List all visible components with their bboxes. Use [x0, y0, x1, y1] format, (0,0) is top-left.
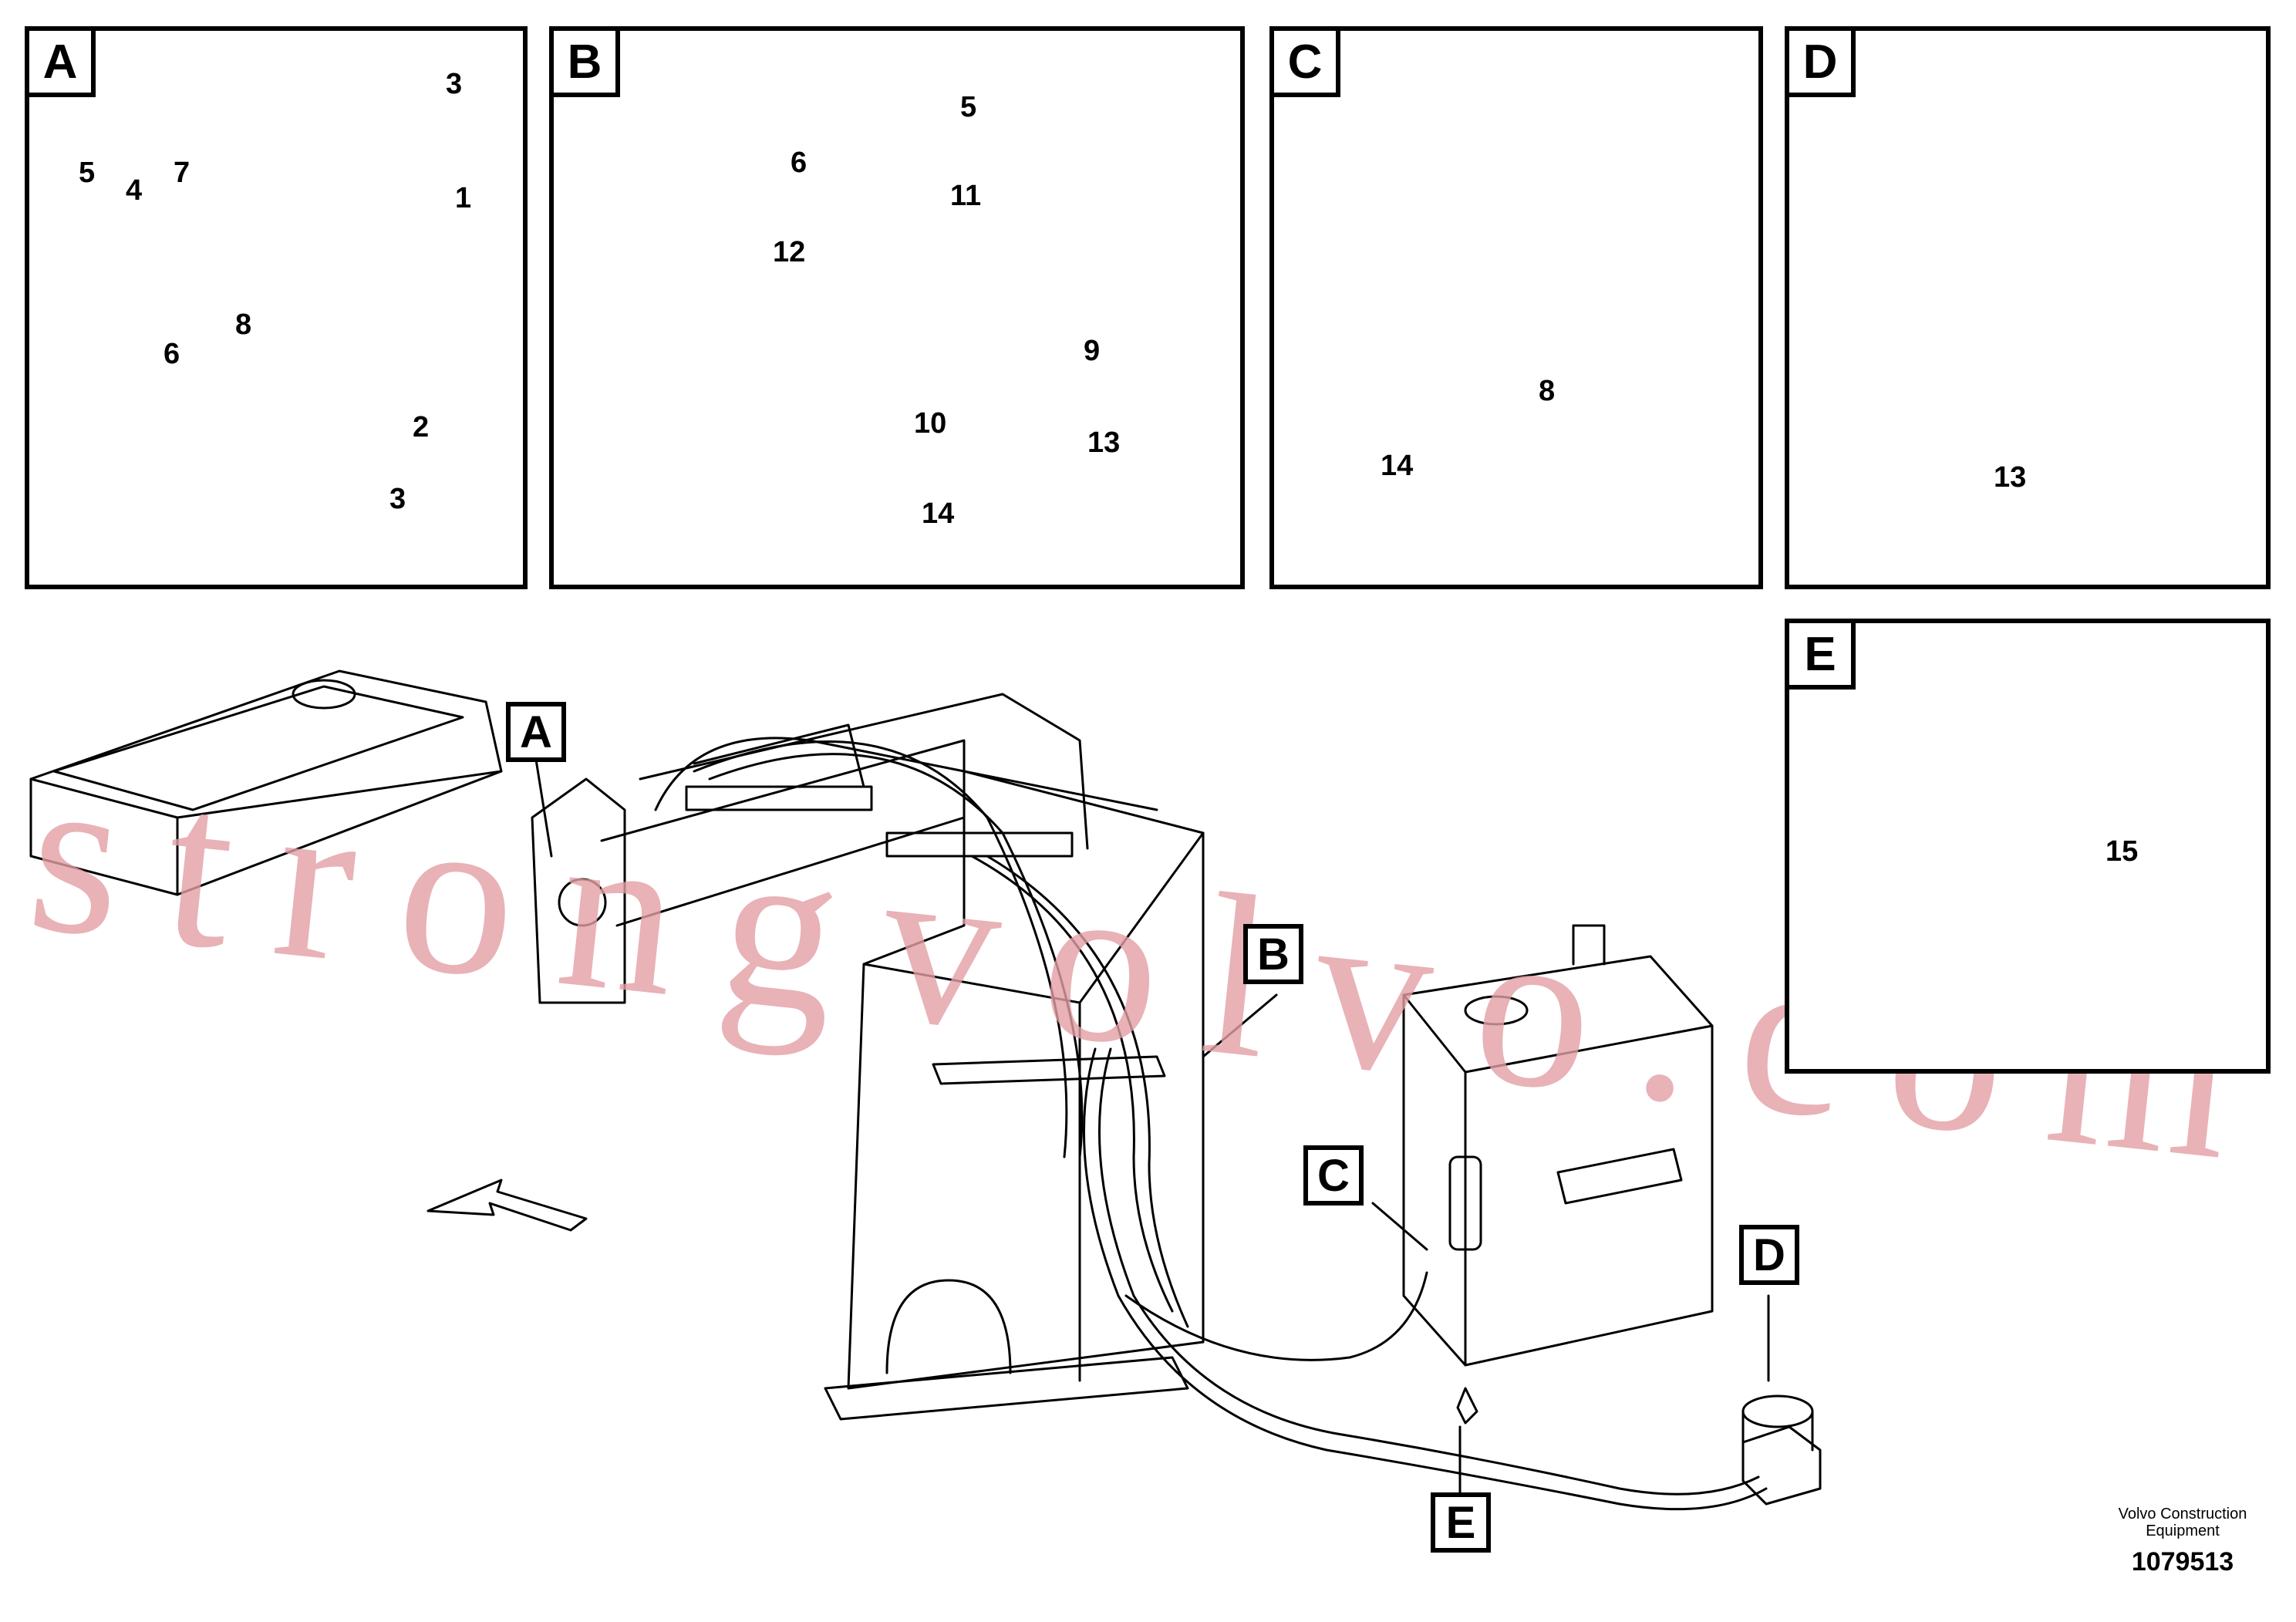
- part-label: 4: [126, 174, 143, 207]
- part-label: 8: [235, 309, 252, 341]
- part-label: 2: [413, 411, 430, 443]
- part-label: 13: [1087, 427, 1121, 459]
- main-assembly-drawing: [29, 669, 1822, 1511]
- panel-letter: D: [1789, 31, 1856, 97]
- panel-letter: B: [554, 31, 620, 97]
- part-label: 5: [79, 157, 96, 189]
- credit-line-1: Volvo Construction: [2118, 1506, 2247, 1523]
- part-label: 12: [773, 236, 806, 268]
- part-label: 8: [1539, 375, 1556, 407]
- part-label: 10: [914, 407, 947, 440]
- part-label: 6: [791, 147, 807, 179]
- callout-c: C: [1303, 1145, 1364, 1206]
- part-label: 3: [389, 483, 406, 515]
- drawing-number: 1079513: [2131, 1547, 2234, 1576]
- manufacturer-credit: Volvo Construction Equipment: [2082, 1506, 2283, 1539]
- detail-panel-b: B: [549, 26, 1245, 589]
- callout-b: B: [1243, 924, 1303, 984]
- callout-a: A: [506, 702, 566, 762]
- detail-panel-e: E: [1785, 619, 2271, 1074]
- part-label: 15: [2106, 835, 2139, 868]
- part-label: 11: [950, 180, 982, 212]
- part-label: 7: [174, 157, 190, 189]
- detail-panel-d: D: [1785, 26, 2271, 589]
- part-label: 1: [455, 182, 472, 214]
- panel-letter: E: [1789, 623, 1856, 690]
- detail-panel-a: A: [25, 26, 528, 589]
- part-label: 6: [164, 338, 180, 370]
- detail-panel-c: C: [1269, 26, 1763, 589]
- part-label: 9: [1084, 335, 1101, 367]
- part-label: 14: [1381, 450, 1414, 482]
- part-label: 5: [960, 91, 977, 123]
- part-label: 3: [446, 68, 463, 100]
- panel-letter: A: [29, 31, 96, 97]
- callout-d: D: [1739, 1225, 1799, 1285]
- panel-letter: C: [1274, 31, 1340, 97]
- callout-e: E: [1431, 1492, 1491, 1553]
- part-label: 13: [1994, 461, 2027, 494]
- part-label: 14: [922, 497, 955, 530]
- credit-line-2: Equipment: [2146, 1523, 2220, 1539]
